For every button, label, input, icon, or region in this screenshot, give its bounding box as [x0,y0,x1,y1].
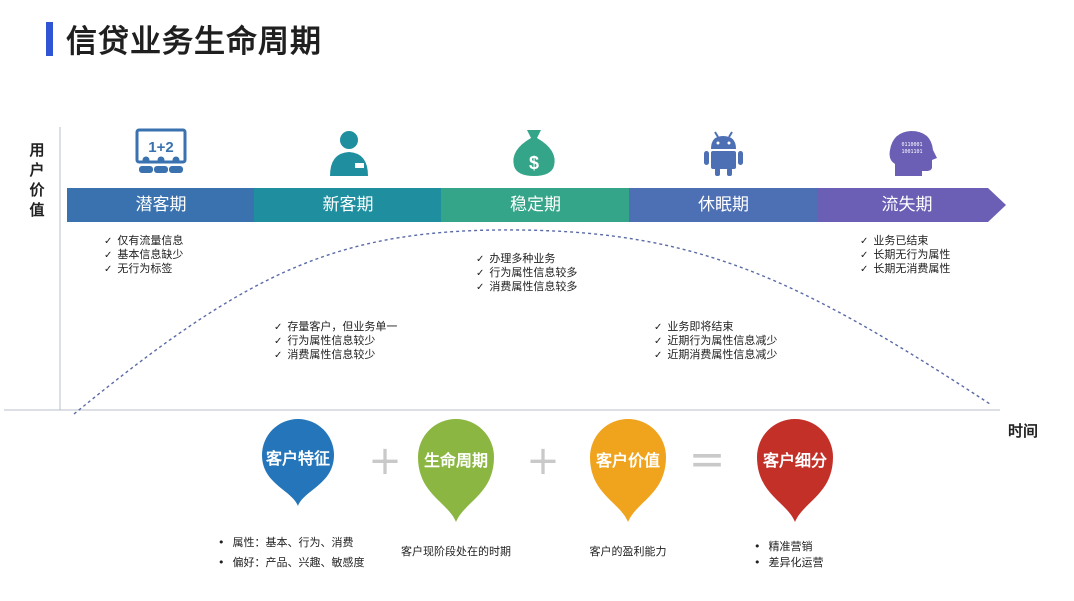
classroom-icon: 1+2 [135,128,187,173]
brain-icon: 0110001 1001101 [889,131,937,176]
money-bag-icon: $ [513,130,555,176]
svg-text:0110001: 0110001 [901,142,922,148]
pin-lifecycle [418,419,494,522]
list-item: 行为属性信息较多 [476,266,577,280]
list-item: 业务即将结束 [654,320,777,334]
page-title: 信贷业务生命周期 [66,24,322,60]
pin-title-customer-feature: 客户特征 [265,449,330,468]
list-item: 基本信息缺少 [104,248,183,262]
description-lifecycle: 客户现阶段处在的时期 [401,545,511,558]
list-item: 消费属性信息较少 [274,348,397,362]
x-axis-label: 时间 [1008,422,1039,440]
list-item: 偏好：产品、兴趣、敏感度 [218,553,365,573]
svg-text:$: $ [529,153,539,173]
description-value: 客户的盈利能力 [589,545,667,558]
list-item: 存量客户，但业务单一 [274,320,397,334]
list-item: 无行为标签 [104,262,183,276]
list-item: 仅有流量信息 [104,234,183,248]
description-feature: 属性：基本、行为、消费 偏好：产品、兴趣、敏感度 [218,533,365,573]
list-item: 消费属性信息较多 [476,280,577,294]
list-item: 近期消费属性信息减少 [654,348,777,362]
title-accent-bar [46,22,53,56]
phase-segment-dormant [629,188,818,222]
android-icon [704,131,743,176]
pin-title-customer-value: 客户价值 [595,451,660,470]
notes-dormant: 业务即将结束 近期行为属性信息减少 近期消费属性信息减少 [654,320,777,362]
list-item: 属性：基本、行为、消费 [218,533,365,553]
phase-segment-potential [67,188,255,222]
phase-segment-churn [817,188,1006,222]
notes-stable: 办理多种业务 行为属性信息较多 消费属性信息较多 [476,252,577,294]
phase-segment-stable [441,188,630,222]
notes-potential: 仅有流量信息 基本信息缺少 无行为标签 [104,234,183,276]
list-item: 精准营销 [754,539,824,555]
list-item: 差异化运营 [754,555,824,571]
phase-label-potential: 潜客期 [135,195,187,215]
pin-title-customer-segment: 客户细分 [762,451,827,470]
equals-operator: = [689,434,726,485]
list-item: 近期行为属性信息减少 [654,334,777,348]
svg-text:1001101: 1001101 [901,149,922,155]
svg-text:1+2: 1+2 [148,139,173,156]
phase-label-stable: 稳定期 [510,195,561,215]
notes-churn: 业务已结束 长期无行为属性 长期无消费属性 [860,234,950,276]
list-item: 办理多种业务 [476,252,577,266]
pin-customer-feature [262,419,334,506]
notes-new: 存量客户，但业务单一 行为属性信息较少 消费属性信息较少 [274,320,397,362]
phase-label-new: 新客期 [322,195,374,215]
list-item: 业务已结束 [860,234,950,248]
plus-operator-2: + [526,438,560,484]
list-item: 行为属性信息较少 [274,334,397,348]
pin-customer-value [590,419,666,522]
list-item: 长期无行为属性 [860,248,950,262]
phase-label-churn: 流失期 [881,195,933,215]
user-icon [330,131,368,176]
y-axis-label: 用户价值 [29,141,45,219]
pin-title-lifecycle: 生命周期 [423,451,488,470]
pin-customer-segment [757,419,833,522]
phase-label-dormant: 休眠期 [698,195,749,215]
plus-operator-1: + [368,438,402,484]
description-segment: 精准营销 差异化运营 [754,539,824,571]
phase-segment-new [254,188,442,222]
list-item: 长期无消费属性 [860,262,950,276]
